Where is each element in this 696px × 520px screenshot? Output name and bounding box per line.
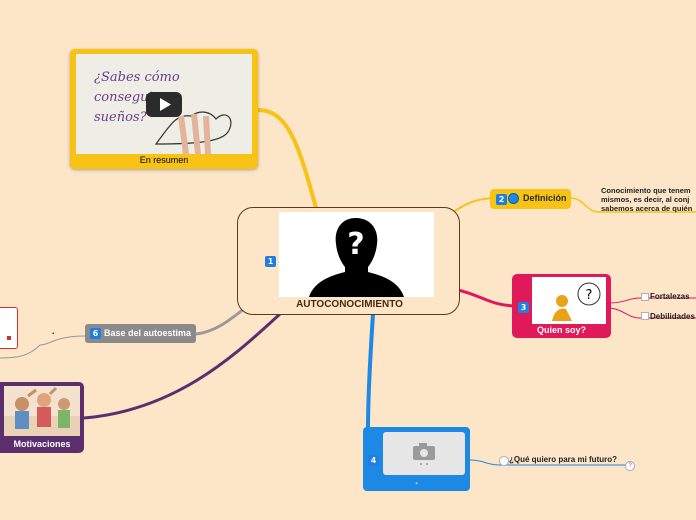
- connector-autoestima: [195, 306, 246, 336]
- motivaciones-label: Motivaciones: [13, 439, 71, 449]
- definicion-note: Conocimiento que tenem mismos, es decir,…: [601, 186, 692, 213]
- futuro-child-bullet-icon: [499, 456, 509, 466]
- play-button[interactable]: [146, 92, 182, 117]
- futuro-child-label[interactable]: ¿Qué quiero para mi futuro?: [509, 455, 618, 464]
- autoestima-dot-label: .: [52, 326, 55, 336]
- futuro-badge: 4: [368, 455, 379, 466]
- connector-futuro-child: [469, 459, 630, 466]
- camera-icon: [413, 443, 435, 465]
- definicion-label: Definición: [523, 193, 567, 203]
- play-icon: [160, 98, 171, 111]
- svg-text:?: ?: [586, 288, 593, 303]
- globe-icon: [508, 193, 519, 204]
- definicion-node[interactable]: 2 Definición: [490, 189, 571, 209]
- connector-video: [257, 108, 320, 216]
- connector-quien-soy: [457, 288, 515, 308]
- central-badge: 1: [265, 256, 276, 267]
- card-mark-icon: [7, 336, 11, 340]
- people-celebrating-icon: [4, 386, 80, 436]
- debilidades-checkbox-icon: [641, 312, 649, 320]
- motivaciones-image: [4, 386, 80, 436]
- quien-soy-label: Quien soy?: [536, 325, 586, 335]
- thinking-figure-icon: ?: [552, 282, 601, 321]
- person-silhouette-icon: ?: [309, 218, 404, 297]
- connector-autoestima-child: [0, 335, 86, 359]
- video-text-line-2: conseguir: [94, 90, 159, 105]
- connector-futuro: [366, 313, 375, 429]
- autoestima-node[interactable]: 6 Base del autoestima: [85, 324, 196, 343]
- autoestima-label: Base del autoestima: [104, 328, 192, 338]
- fortalezas-checkbox-icon: [641, 293, 649, 301]
- connector-motivaciones: [83, 312, 282, 420]
- video-thumbnail[interactable]: ¿Sabes cómo conseguir sueños?: [76, 54, 252, 154]
- definicion-note-line-3: sabemos acerca de quién: [601, 204, 693, 213]
- video-node[interactable]: ¿Sabes cómo conseguir sueños? En resumen: [70, 49, 258, 169]
- futuro-node[interactable]: 4 .: [363, 427, 470, 491]
- connector-definicion-note: [569, 197, 696, 213]
- connector-fortalezas: [609, 297, 696, 304]
- video-text-line-1: ¿Sabes cómo: [94, 70, 180, 85]
- futuro-label: .: [415, 476, 418, 486]
- fortalezas-label[interactable]: Fortalezas: [650, 292, 690, 301]
- definicion-note-line-1: Conocimiento que tenem: [601, 186, 691, 195]
- quien-soy-node[interactable]: 3 ? Quien soy?: [512, 274, 611, 338]
- debilidades-label[interactable]: Debilidades: [650, 312, 695, 321]
- autoestima-child-card[interactable]: [0, 307, 18, 349]
- autoestima-badge: 6: [90, 328, 101, 339]
- central-node[interactable]: 1 ? AUTOCONOCIMIENTO: [237, 207, 460, 315]
- hand-drawing-icon: [154, 111, 232, 154]
- quien-soy-image: ?: [532, 277, 606, 324]
- motivaciones-node[interactable]: Motivaciones: [0, 382, 84, 453]
- central-title: AUTOCONOCIMIENTO: [296, 299, 403, 310]
- silhouette-image: ?: [279, 212, 434, 297]
- quien-soy-badge: 3: [518, 302, 529, 313]
- futuro-image-placeholder: [383, 432, 465, 475]
- video-text-line-3: sueños?: [94, 110, 147, 125]
- video-caption: En resumen: [139, 155, 189, 165]
- question-mark-icon[interactable]: ?: [625, 461, 635, 471]
- definicion-note-line-2: mismos, es decir, al conj: [601, 195, 690, 204]
- svg-text:?: ?: [347, 227, 364, 262]
- connector-debilidades: [609, 307, 696, 319]
- definicion-badge: 2: [496, 194, 507, 205]
